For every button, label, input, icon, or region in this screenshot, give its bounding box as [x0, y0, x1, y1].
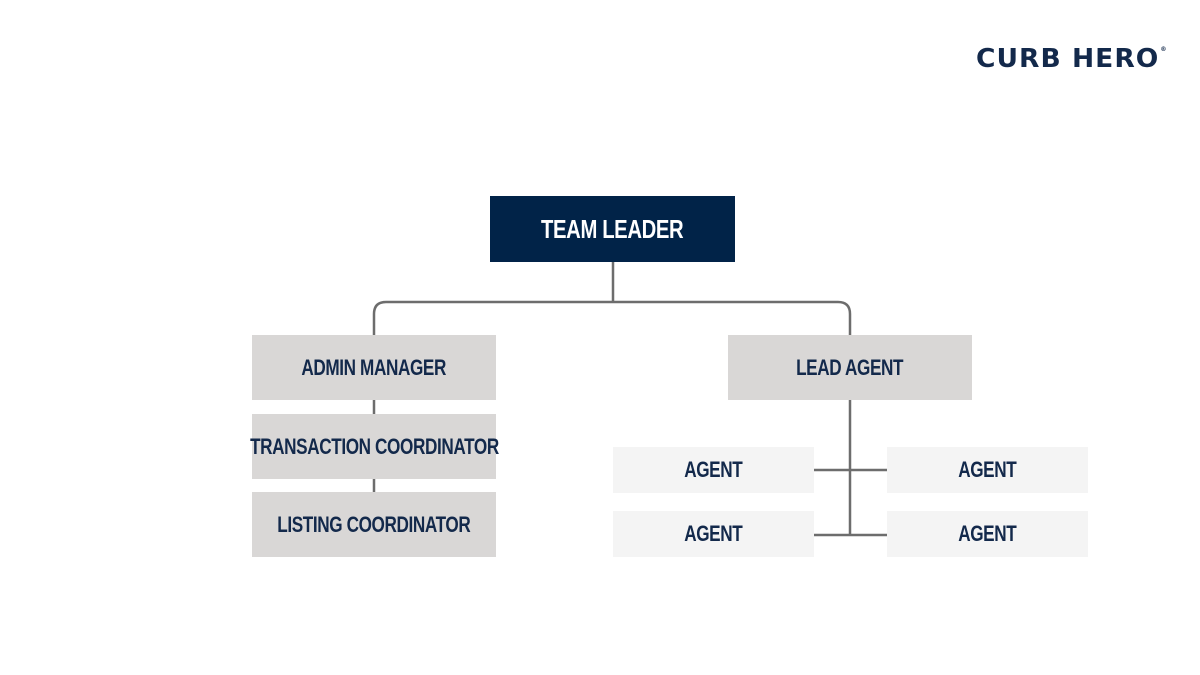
node-label: AGENT: [684, 521, 743, 546]
listing-coordinator-node: LISTING COORDINATOR: [252, 492, 496, 557]
agent-node: AGENT: [613, 447, 814, 493]
curb-hero-logo: CURB HERO®: [976, 44, 1167, 74]
node-label: ADMIN MANAGER: [301, 354, 447, 380]
admin-manager-node: ADMIN MANAGER: [252, 335, 496, 400]
transaction-coordinator-node: TRANSACTION COORDINATOR: [249, 414, 499, 479]
node-label: LISTING COORDINATOR: [277, 511, 471, 537]
node-label: LEAD AGENT: [796, 354, 904, 380]
node-label: TRANSACTION COORDINATOR: [249, 433, 499, 459]
agent-node: AGENT: [887, 447, 1088, 493]
node-label: AGENT: [958, 457, 1017, 482]
node-label: AGENT: [958, 521, 1017, 546]
lead-agent-node: LEAD AGENT: [728, 335, 972, 400]
node-label: TEAM LEADER: [541, 213, 684, 244]
logo-text: CURB HERO: [976, 44, 1160, 74]
node-label: AGENT: [684, 457, 743, 482]
agent-node: AGENT: [887, 511, 1088, 557]
agent-node: AGENT: [613, 511, 814, 557]
team-leader-node: TEAM LEADER: [490, 196, 735, 262]
registered-mark: ®: [1160, 46, 1168, 53]
